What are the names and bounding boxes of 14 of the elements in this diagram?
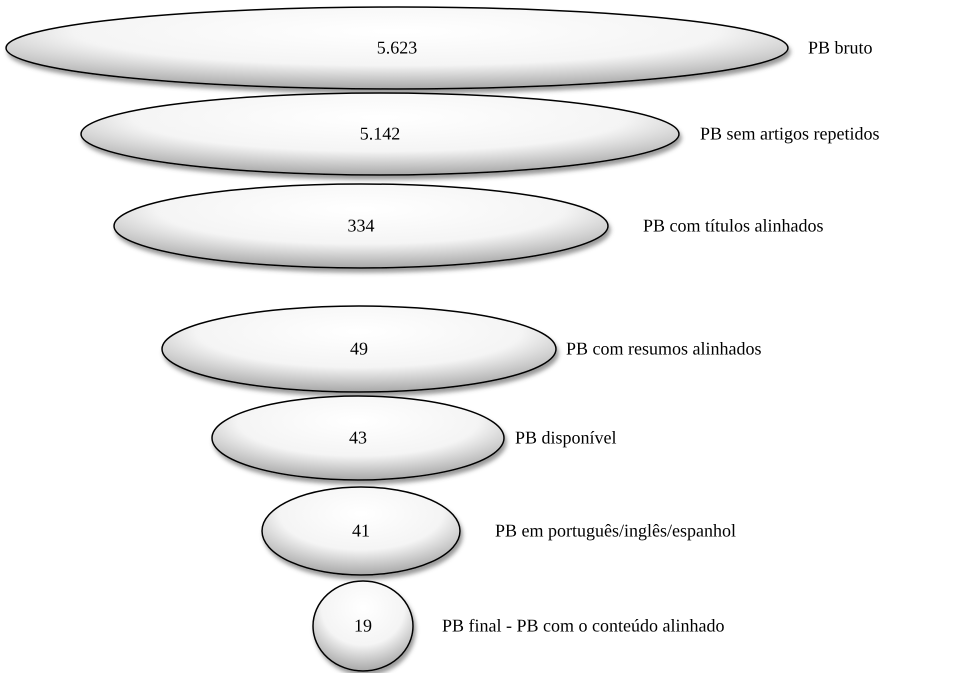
stage-label: PB bruto — [808, 38, 873, 58]
count-value: 19 — [353, 616, 373, 636]
count-value: 5.142 — [358, 124, 402, 144]
stage-label: PB final - PB com o conteúdo alinhado — [442, 616, 724, 636]
stage-label: PB em português/inglês/espanhol — [495, 520, 736, 542]
stage-label: PB disponível — [515, 428, 617, 448]
count-value: 41 — [351, 520, 371, 542]
count-value: 334 — [346, 216, 376, 236]
stage-label: PB com resumos alinhados — [566, 338, 762, 360]
count-value: 5.623 — [376, 38, 418, 58]
count-value: 49 — [349, 338, 369, 360]
stage-label: PB com títulos alinhados — [643, 216, 824, 236]
count-value: 43 — [348, 428, 368, 448]
stage-label: PB sem artigos repetidos — [700, 124, 880, 144]
